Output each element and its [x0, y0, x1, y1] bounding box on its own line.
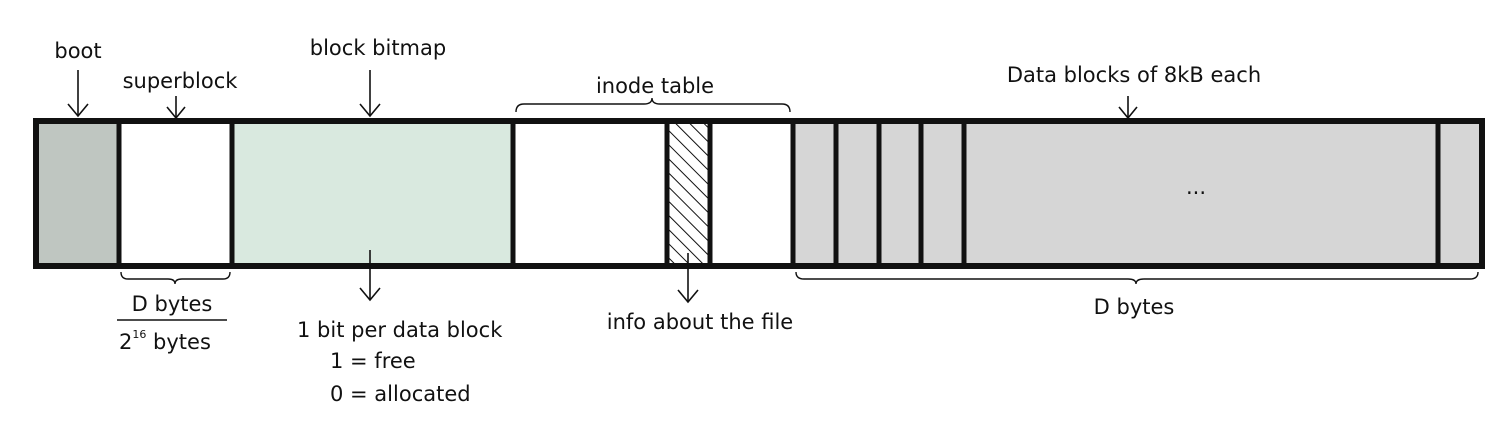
block-bitmap-label: block bitmap — [310, 36, 446, 60]
bitmap-note-line2: 1 = free — [330, 349, 416, 373]
block-bitmap-arrow — [359, 70, 381, 118]
boot-label: boot — [54, 39, 101, 63]
denominator-exponent: 16 — [132, 328, 146, 341]
data-blocks-region — [793, 123, 1482, 266]
superblock-region — [119, 123, 232, 266]
superblock-label: superblock — [123, 69, 239, 93]
denominator-base: 2 — [119, 330, 132, 354]
boot-block — [38, 123, 119, 266]
highlighted-inode — [667, 123, 710, 266]
data-size-brace — [795, 271, 1479, 285]
superblock-size-brace — [120, 271, 231, 285]
more-blocks-ellipsis: ... — [1186, 175, 1206, 199]
data-blocks-arrow — [1118, 96, 1138, 120]
inode-note-arrow — [677, 253, 699, 304]
block-bitmap-region — [232, 123, 513, 266]
inode-note: info about the file — [607, 310, 793, 334]
boot-arrow — [67, 70, 89, 118]
inode-table-region — [513, 123, 793, 266]
data-blocks-label: Data blocks of 8kB each — [1007, 63, 1261, 87]
inode-table-brace — [515, 97, 791, 113]
disk-outline — [33, 118, 1485, 269]
inode-table-label: inode table — [596, 74, 714, 98]
denominator-unit: bytes — [146, 330, 211, 354]
superblock-arrow — [166, 96, 186, 120]
superblock-size-denominator: 216 bytes — [119, 328, 211, 354]
block-dividers — [116, 121, 1441, 266]
data-size-label: D bytes — [1094, 295, 1175, 319]
bitmap-note-arrow — [359, 250, 381, 302]
bitmap-note-line1: 1 bit per data block — [297, 318, 503, 342]
bitmap-note-line3: 0 = allocated — [330, 382, 471, 406]
superblock-size-numerator: D bytes — [132, 292, 213, 316]
